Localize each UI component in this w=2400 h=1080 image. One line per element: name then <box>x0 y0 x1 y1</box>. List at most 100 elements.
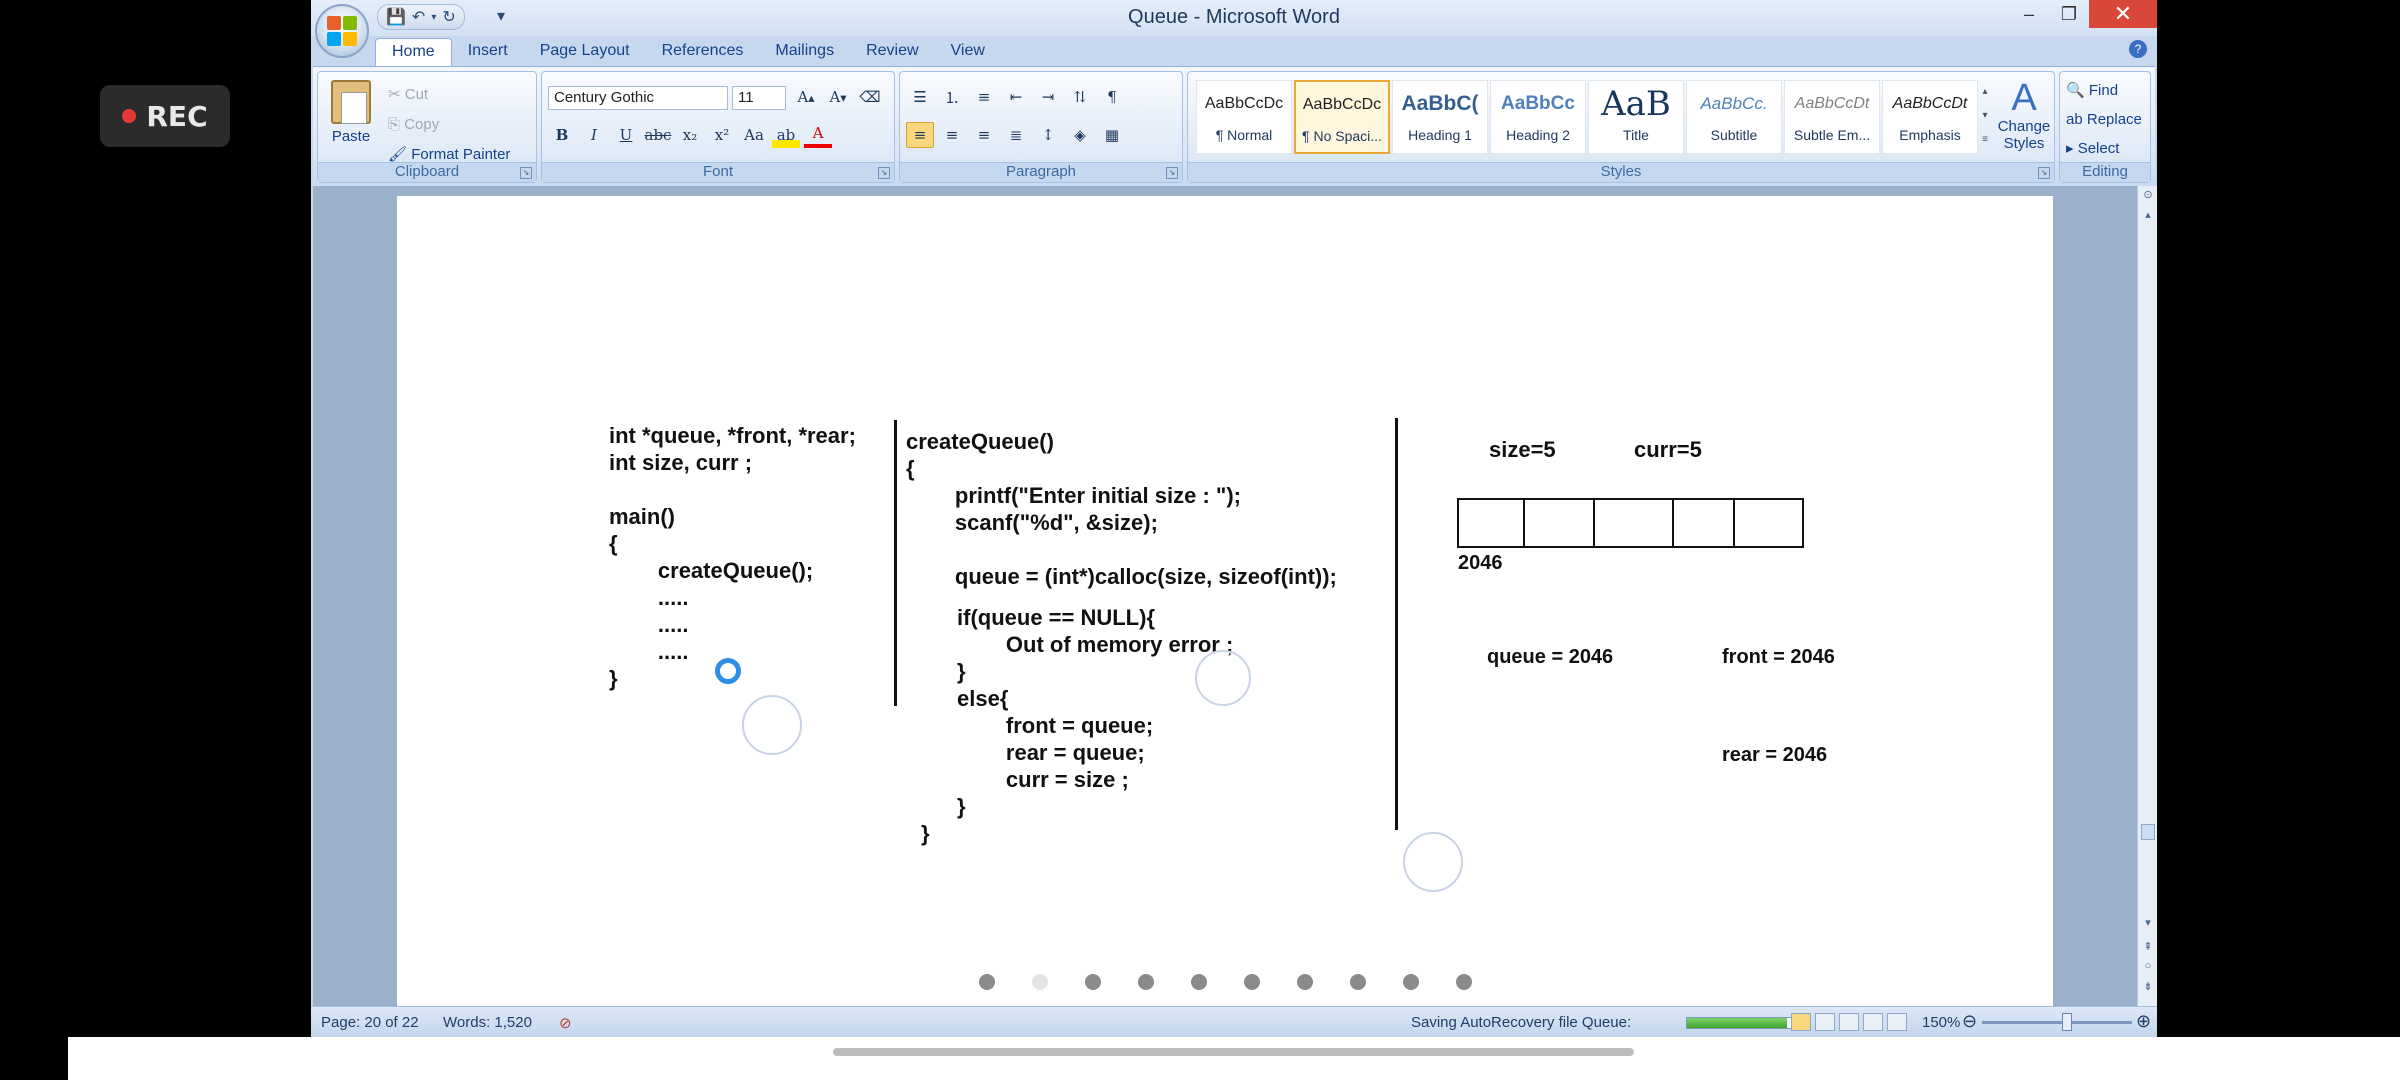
redo-icon[interactable]: ↻ <box>442 9 456 26</box>
slide-dot[interactable] <box>1455 974 1472 990</box>
style-no-spacing[interactable]: AaBbCcDc ¶ No Spaci... <box>1294 80 1390 154</box>
tab-home[interactable]: Home <box>375 38 452 66</box>
font-color-icon[interactable]: A <box>804 122 832 148</box>
slide-dot[interactable] <box>1031 974 1048 990</box>
clipboard-launcher-icon[interactable]: ↘ <box>520 167 532 179</box>
style-heading-2[interactable]: AaBbCc Heading 2 <box>1490 80 1586 154</box>
shading-icon[interactable]: ◈ <box>1074 126 1086 144</box>
grow-font-icon[interactable]: A▴ <box>797 88 815 106</box>
scroll-up-icon[interactable]: ▴ <box>2145 209 2151 221</box>
tab-mailings[interactable]: Mailings <box>775 42 835 59</box>
strikethrough-icon[interactable]: abc <box>644 126 672 144</box>
tab-page-layout[interactable]: Page Layout <box>539 42 630 59</box>
undo-dropdown-icon[interactable]: ▾ <box>431 11 437 23</box>
document-page[interactable]: int *queue, *front, *rear; int size, cur… <box>397 196 2053 1006</box>
shrink-font-icon[interactable]: A▾ <box>829 88 847 106</box>
bold-icon[interactable]: B <box>555 126 569 144</box>
numbering-icon[interactable]: ⒈ <box>944 88 960 107</box>
paste-button[interactable]: Paste <box>326 80 376 145</box>
print-layout-icon[interactable] <box>1791 1013 1811 1031</box>
zoom-slider-thumb[interactable] <box>2062 1013 2072 1031</box>
word-count[interactable]: Words: 1,520 <box>443 1014 532 1031</box>
increase-indent-icon[interactable]: ⇥ <box>1041 88 1055 106</box>
justify-icon[interactable]: ≣ <box>1009 126 1023 144</box>
browse-object-icon[interactable]: ○ <box>2144 960 2152 972</box>
italic-icon[interactable]: I <box>591 126 597 144</box>
multilevel-list-icon[interactable]: ≡ <box>977 88 991 106</box>
slide-dot[interactable] <box>1243 974 1260 990</box>
slide-dot[interactable] <box>1190 974 1207 990</box>
copy-button[interactable]: ⎘ Copy <box>388 116 440 133</box>
styles-launcher-icon[interactable]: ↘ <box>2038 167 2050 179</box>
show-marks-icon[interactable]: ¶ <box>1107 88 1117 106</box>
slide-dot[interactable] <box>1137 974 1154 990</box>
change-styles-button[interactable]: A Change Styles <box>1996 78 2052 152</box>
find-button[interactable]: 🔍 Find <box>2066 82 2119 99</box>
full-screen-reading-icon[interactable] <box>1815 1013 1835 1031</box>
line-spacing-icon[interactable]: ↕ <box>1041 126 1055 144</box>
slide-dot[interactable] <box>1084 974 1101 990</box>
vertical-scrollbar[interactable]: ⊙ ▴ ▾ ⇞ ○ ⇟ <box>2137 186 2157 1006</box>
subscript-icon[interactable]: x₂ <box>682 126 698 144</box>
slide-dot[interactable] <box>978 974 995 990</box>
sort-icon[interactable]: ⇅ <box>1073 88 1087 106</box>
clear-formatting-icon[interactable]: ⌫ <box>859 88 881 106</box>
superscript-icon[interactable]: x² <box>714 126 730 144</box>
slide-dot[interactable] <box>1402 974 1419 990</box>
page-indicator[interactable]: Page: 20 of 22 <box>321 1014 419 1031</box>
minimize-button[interactable]: – <box>2023 3 2034 24</box>
center-icon[interactable]: ≡ <box>945 126 959 144</box>
undo-icon[interactable]: ↶ <box>411 9 426 26</box>
paragraph-launcher-icon[interactable]: ↘ <box>1166 167 1178 179</box>
tab-references[interactable]: References <box>661 42 744 59</box>
format-painter-button[interactable]: 🖌 Format Painter <box>388 146 511 163</box>
close-button[interactable]: ✕ <box>2089 0 2157 28</box>
decrease-indent-icon[interactable]: ⇤ <box>1009 88 1023 106</box>
replace-button[interactable]: ab Replace <box>2066 111 2142 128</box>
slide-dot[interactable] <box>1349 974 1366 990</box>
help-icon[interactable]: ? <box>2129 40 2147 58</box>
style-emphasis[interactable]: AaBbCcDt Emphasis <box>1882 80 1978 154</box>
scroll-down-icon[interactable]: ▾ <box>2145 917 2151 929</box>
font-size-select[interactable]: 11 <box>732 86 786 110</box>
draft-icon[interactable] <box>1887 1013 1907 1031</box>
customize-qat-icon[interactable]: ▾ <box>497 8 506 25</box>
scroll-thumb[interactable] <box>2141 824 2155 840</box>
recording-indicator[interactable]: REC <box>100 85 230 147</box>
zoom-in-icon[interactable]: ⊕ <box>2136 1011 2152 1031</box>
web-layout-icon[interactable] <box>1839 1013 1859 1031</box>
bullets-icon[interactable]: ☰ <box>913 88 927 106</box>
slide-dot[interactable] <box>1296 974 1313 990</box>
zoom-out-icon[interactable]: ⊖ <box>1962 1011 1978 1031</box>
previous-page-icon[interactable]: ⇞ <box>2143 941 2153 953</box>
underline-icon[interactable]: U <box>619 126 633 144</box>
tab-insert[interactable]: Insert <box>467 42 508 59</box>
font-launcher-icon[interactable]: ↘ <box>878 167 890 179</box>
restore-button[interactable]: ❐ <box>2060 3 2078 24</box>
next-page-icon[interactable]: ⇟ <box>2143 981 2153 993</box>
align-right-icon[interactable]: ≡ <box>977 126 991 144</box>
outline-icon[interactable] <box>1863 1013 1883 1031</box>
align-left-icon[interactable]: ≡ <box>906 122 934 148</box>
style-subtle-emphasis[interactable]: AaBbCcDt Subtle Em... <box>1784 80 1880 154</box>
save-icon[interactable]: 💾 <box>386 9 406 26</box>
proofing-icon[interactable]: ⊘ <box>559 1015 572 1032</box>
style-heading-1[interactable]: AaBbC( Heading 1 <box>1392 80 1488 154</box>
highlight-icon[interactable]: ab <box>772 122 800 148</box>
tab-review[interactable]: Review <box>866 42 919 59</box>
office-button[interactable] <box>315 4 369 58</box>
zoom-slider[interactable] <box>1982 1021 2132 1024</box>
styles-scroll-icon[interactable]: ▴▾≡ <box>1982 86 1988 145</box>
gesture-bar[interactable] <box>833 1048 1634 1056</box>
change-case-icon[interactable]: Aa <box>744 126 764 144</box>
font-name-select[interactable]: Century Gothic <box>548 86 728 110</box>
style-subtitle[interactable]: AaBbCc. Subtitle <box>1686 80 1782 154</box>
tab-view[interactable]: View <box>950 42 985 59</box>
style-title[interactable]: AaB Title <box>1588 80 1684 154</box>
ruler-toggle-icon[interactable]: ⊙ <box>2143 189 2153 201</box>
select-button[interactable]: ▸ Select <box>2066 140 2120 157</box>
zoom-level[interactable]: 150% <box>1922 1014 1961 1031</box>
style-normal[interactable]: AaBbCcDc ¶ Normal <box>1196 80 1292 154</box>
borders-icon[interactable]: ▦ <box>1104 126 1120 144</box>
cut-button[interactable]: ✂ Cut <box>388 86 429 103</box>
